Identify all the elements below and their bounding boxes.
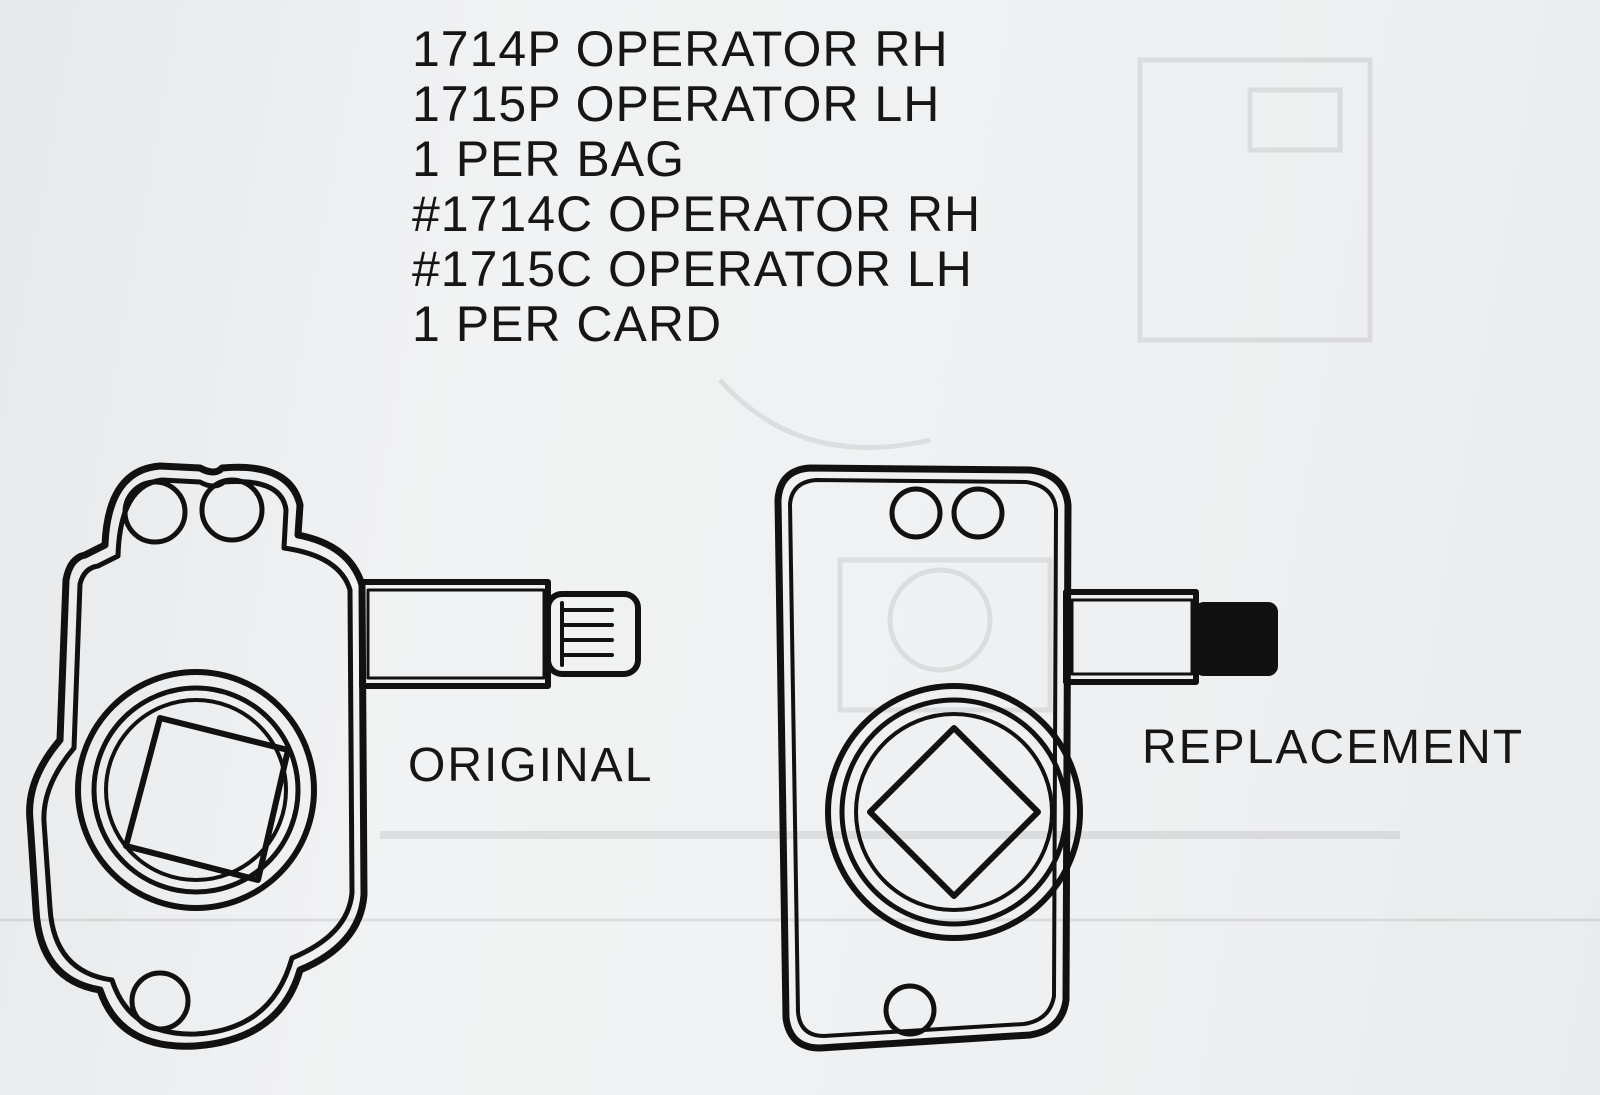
- original-label: ORIGINAL: [408, 739, 654, 792]
- header-line-4: #1714C OPERATOR RH: [412, 186, 982, 242]
- replacement-square-socket: [825, 683, 1083, 941]
- header-line-6: 1 PER CARD: [412, 296, 723, 352]
- header-line-5: #1715C OPERATOR LH: [412, 241, 973, 297]
- original-shaft: [359, 579, 551, 689]
- original-operator: [26, 462, 641, 1050]
- original-square-socket: [75, 669, 317, 911]
- replacement-operator: [774, 464, 1278, 1052]
- original-spline-tip: [545, 591, 641, 677]
- original-body-outline: [26, 462, 368, 1050]
- header-line-3: 1 PER BAG: [412, 131, 685, 187]
- header-line-1: 1714P OPERATOR RH: [412, 21, 949, 77]
- header-line-2: 1715P OPERATOR LH: [412, 76, 941, 132]
- replacement-body-outline: [774, 464, 1072, 1052]
- part-number-list: 1714P OPERATOR RH 1715P OPERATOR LH 1 PE…: [412, 22, 981, 352]
- replacement-shaft: [1063, 589, 1199, 685]
- replacement-spline-tip: [1194, 602, 1278, 676]
- replacement-label: REPLACEMENT: [1142, 721, 1525, 774]
- replacement-mount-holes: [883, 486, 1005, 1037]
- original-mount-holes: [122, 477, 265, 1032]
